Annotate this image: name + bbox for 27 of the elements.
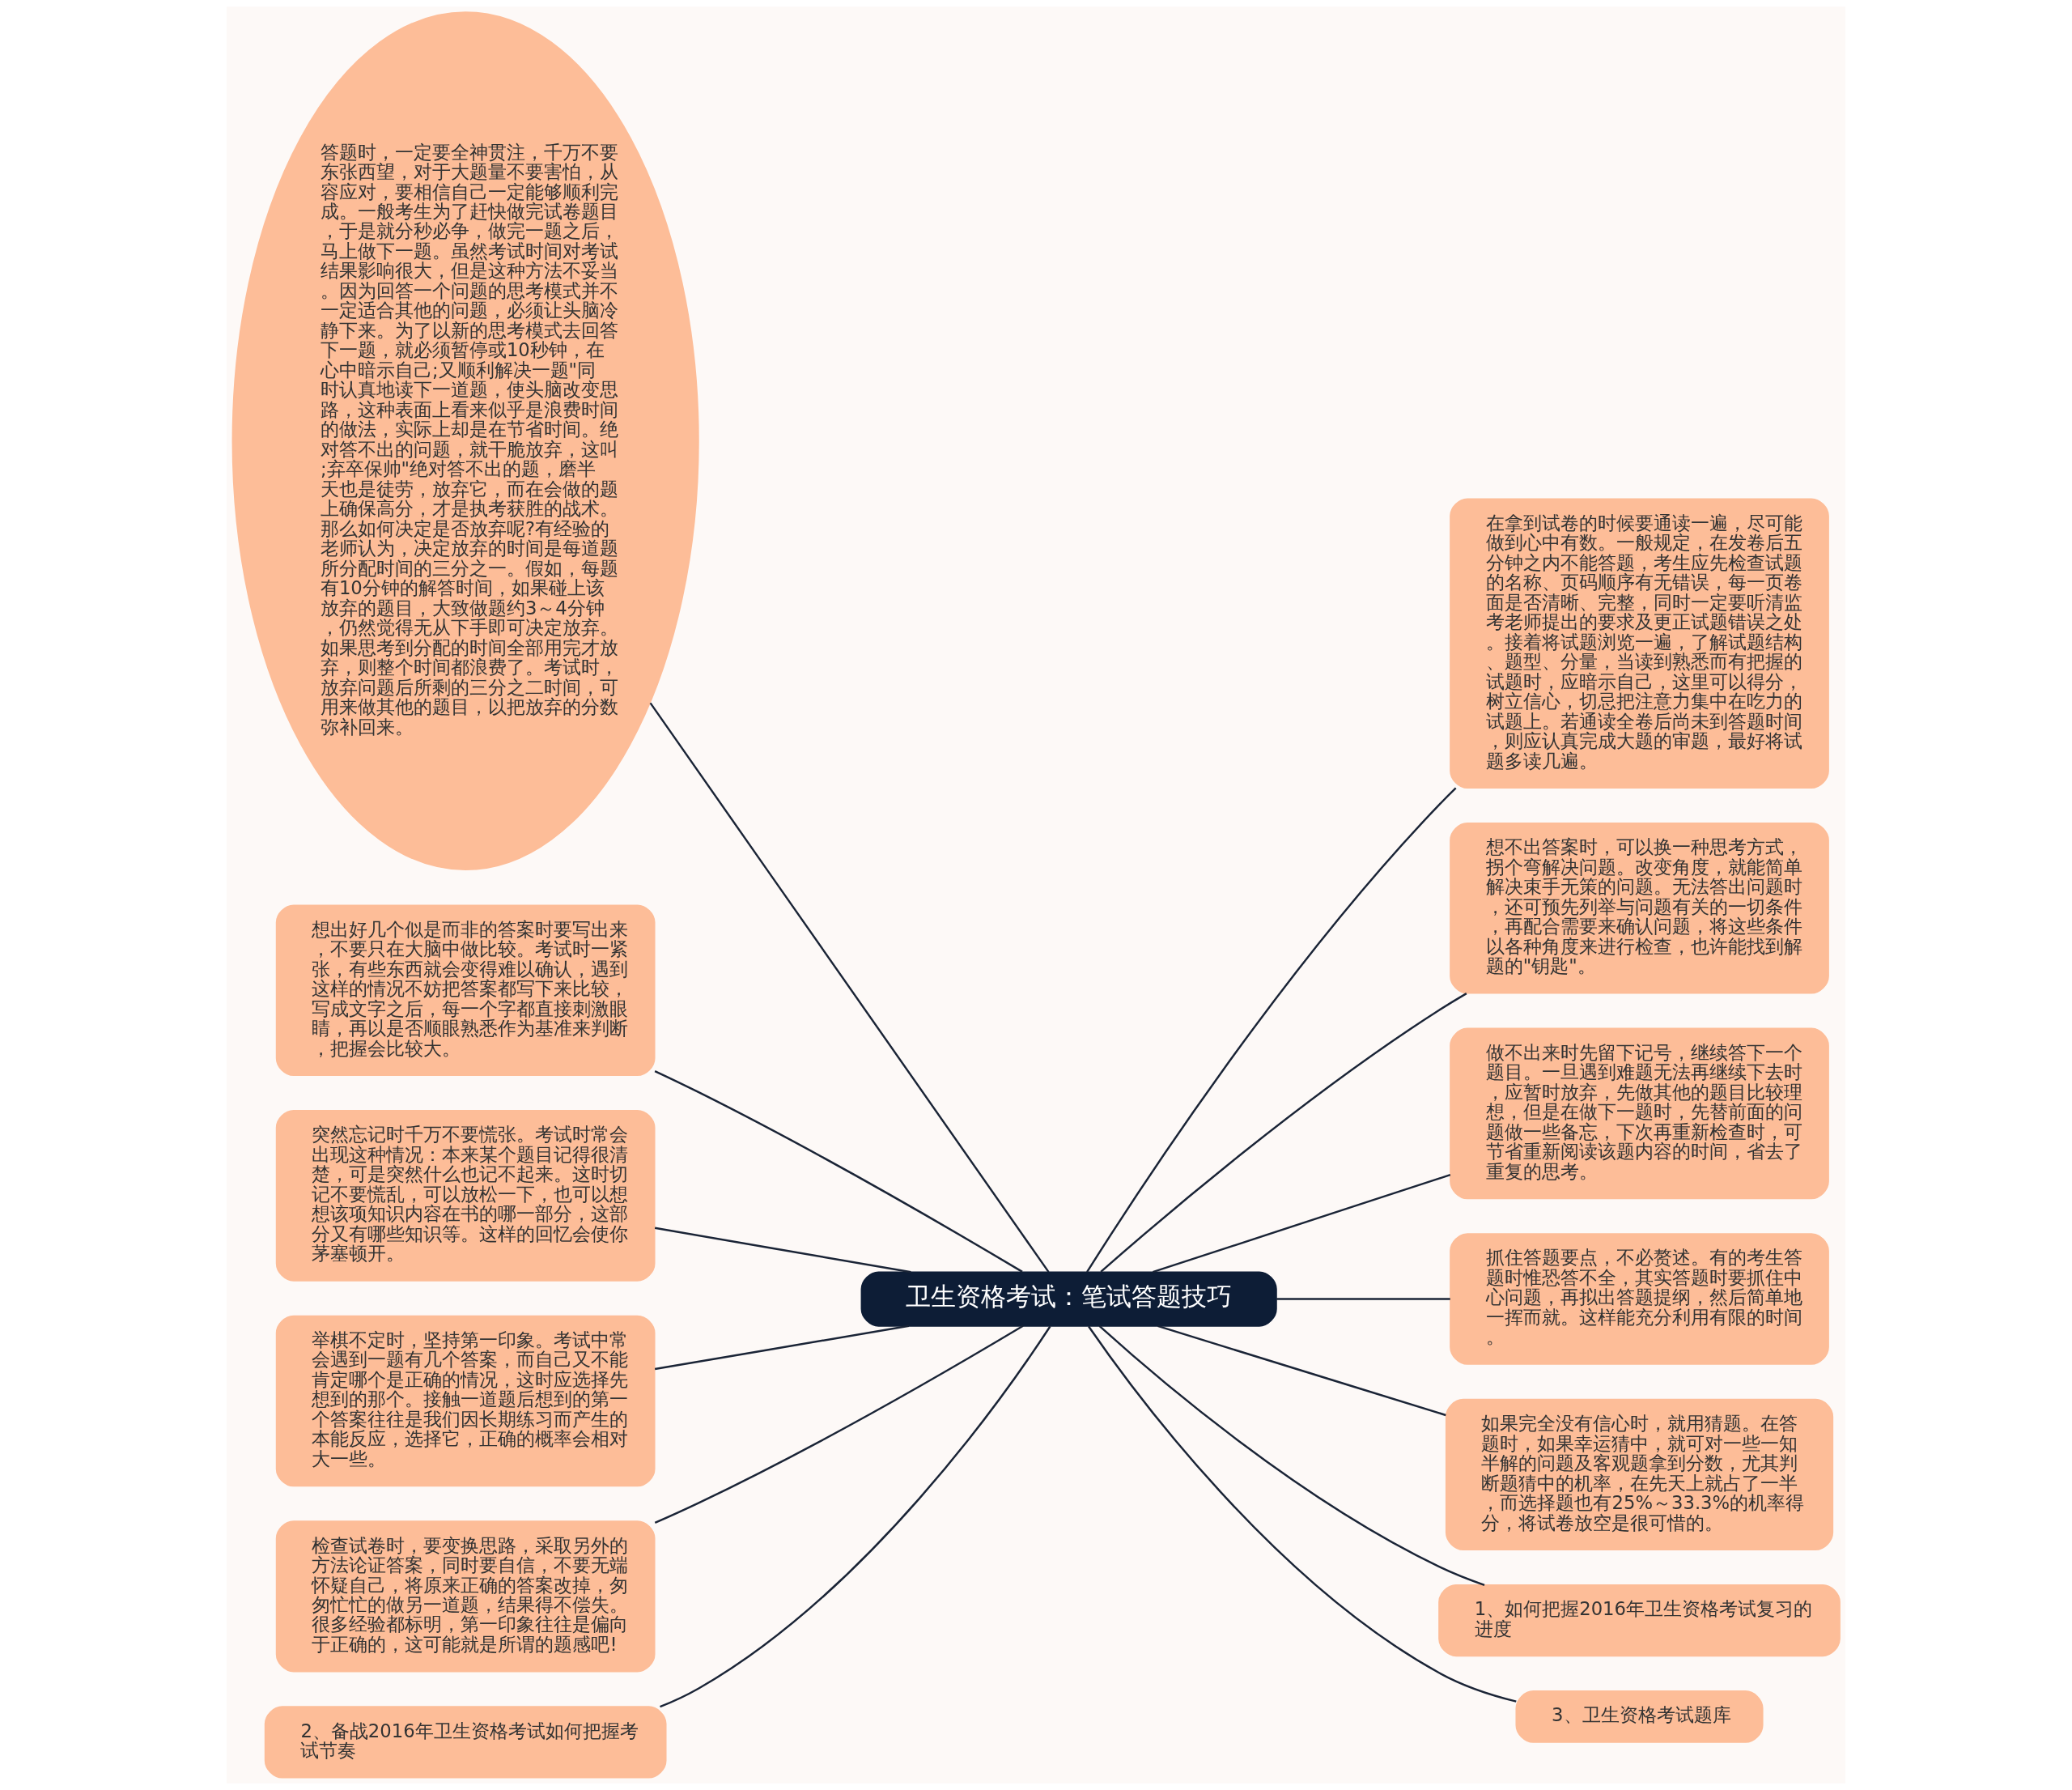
connector xyxy=(1086,787,1457,1273)
node-box: 做不出来时先留下记号，继续答下一个题目。一旦遇到难题无法再继续下去时，应暂时放弃，先做其他的题目比较理想，但是在做下一题时，先替前面的问题做一些备忘，下次再重新检查时，可节省重新阅读该题内容的时间，省去了重复的思考。 xyxy=(1450,1027,1829,1200)
connector xyxy=(649,702,1050,1273)
connector xyxy=(1153,1174,1451,1273)
node-box: 3、卫生资格考试题库 xyxy=(1515,1690,1764,1743)
node-box: 如果完全没有信心时，就用猜题。在答题时，如果幸运猜中，就可对一些一知半解的问题及客观题拿到分数，尤其判断题猜中的机率，在先天上就占了一半，而选择题也有25%～33.3%的机率得分，将试卷放空是很可惜的。 xyxy=(1445,1398,1834,1550)
connector xyxy=(654,1069,1023,1273)
node-box: 抓住答题要点，不必赘述。有的考生答题时惟恐答不全，其实答题时要抓住中心问题，再拟出答题提纲，然后简单地一挥而就。这样能充分利用有限的时间。 xyxy=(1450,1233,1829,1365)
node-box: 想不出答案时，可以换一种思考方式，拐个弯解决问题。改变角度，就能简单解决束手无策的问题。无法答出问题时，还可预先列举与问题有关的一切条件，再配合需要来确认问题，将这些条件以各种角度来进行检查，也许能找到解题的"钥匙"。 xyxy=(1450,823,1829,994)
node-box: 1、如何把握2016年卫生资格考试复习的进度 xyxy=(1438,1584,1841,1657)
node-box: 卫生资格考试：笔试答题技巧 xyxy=(860,1271,1277,1327)
node-box: 在拿到试卷的时候要通读一遍，尽可能做到心中有数。一般规定，在发卷后五分钟之内不能答题，考生应先检查试题的名称、页码顺序有无错误，每一页卷面是否清晰、完整，同时一定要听清监考老师提出的要求及更正试题错误之处。接着将试题浏览一遍，了解试题结构、题型、分量，当读到熟悉而有把握的试题时，应暗示自己，这里可以得分，树立信心，切忌把注意力集中在吃力的试题上。若通读全卷后尚未到答题时间，则应认真完成大题的审题，最好将试题多读几遍。 xyxy=(1450,498,1829,789)
connector xyxy=(1100,993,1467,1273)
node-box: 举棋不定时，坚持第一印象。考试中常会遇到一题有几个答案，而自己又不能肯定哪个是正确的情况，这时应选择先想到的那个。接触一道题后想到的第一个答案往往是我们因长期练习而产生的本能反应，选择它，正确的概率会相对大一些。 xyxy=(275,1315,656,1487)
node-box: 想出好几个似是而非的答案时要写出来，不要只在大脑中做比较。考试时一紧张，有些东西就会变得难以确认，遇到这样的情况不妨把答案都写下来比较，写成文字之后，每一个字都直接刺激眼睛，再以是否顺眼熟悉作为基准来判断，把握会比较大。 xyxy=(275,904,656,1077)
connector xyxy=(1098,1325,1485,1586)
connector xyxy=(1157,1324,1446,1417)
connector xyxy=(1276,1298,1450,1300)
connector xyxy=(1087,1325,1517,1703)
node-box: 2、备战2016年卫生资格考试如何把握考试节奏 xyxy=(264,1706,667,1779)
connector xyxy=(654,1324,910,1371)
connector xyxy=(654,1324,1024,1524)
node-box: 突然忘记时千万不要慌张。考试时常会出现这种情况：本来某个题目记得很清楚，可是突然什么也记不起来。这时切记不要慌乱，可以放松一下，也可以想想该项知识内容在书的哪一部分，这部分又有哪些知识等。这样的回忆会使你茅塞顿开。 xyxy=(275,1110,656,1282)
connector xyxy=(654,1227,911,1273)
node-box: 检查试卷时，要变换思路，采取另外的方法论证答案，同时要自信，不要无端怀疑自己，将原来正确的答案改掉，匆匆忙忙的做另一道题，结果得不偿失。很多经验都标明，第一印象往往是偏向于正确的，这可能就是所谓的题感吧! xyxy=(275,1520,656,1673)
connector xyxy=(660,1325,1051,1708)
node-ellipse: 答题时，一定要全神贯注，千万不要东张西望，对于大题量不要害怕，从容应对，要相信自己一定能够顺利完成。一般考生为了赶快做完试卷题目，于是就分秒必争，做完一题之后，马上做下一题。虽然考试时间对考试结果影响很大，但是这种方法不妥当。因为回答一个问题的思考模式并不一定适合其他的问题，必须让头脑冷静下来。为了以新的思考模式去回答下一题，就必须暂停或10秒钟，在心中暗示自己;又顺利解决一题"同时认真地读下一道题，使头脑改变思路，这种表面上看来似乎是浪费时间的做法，实际上却是在节省时间。绝对答不出的问题，就干脆放弃，这叫;弃卒保帅"绝对答不出的题，磨半天也是徒劳，放弃它，而在会做的题上确保高分，才是执考获胜的战术。那么如何决定是否放弃呢?有经验的老师认为，决定放弃的时间是每道题所分配时间的三分之一。假如，每题有10分钟的解答时间，如果碰上该放弃的题目，大致做题约3～4分钟，仍然觉得无从下手即可决定放弃。如果思考到分配的时间全部用完才放弃，则整个时间都浪费了。考试时，放弃问题后所剩的三分之二时间，可用来做其他的题目，以把放弃的分数弥补回来。 xyxy=(231,11,699,871)
